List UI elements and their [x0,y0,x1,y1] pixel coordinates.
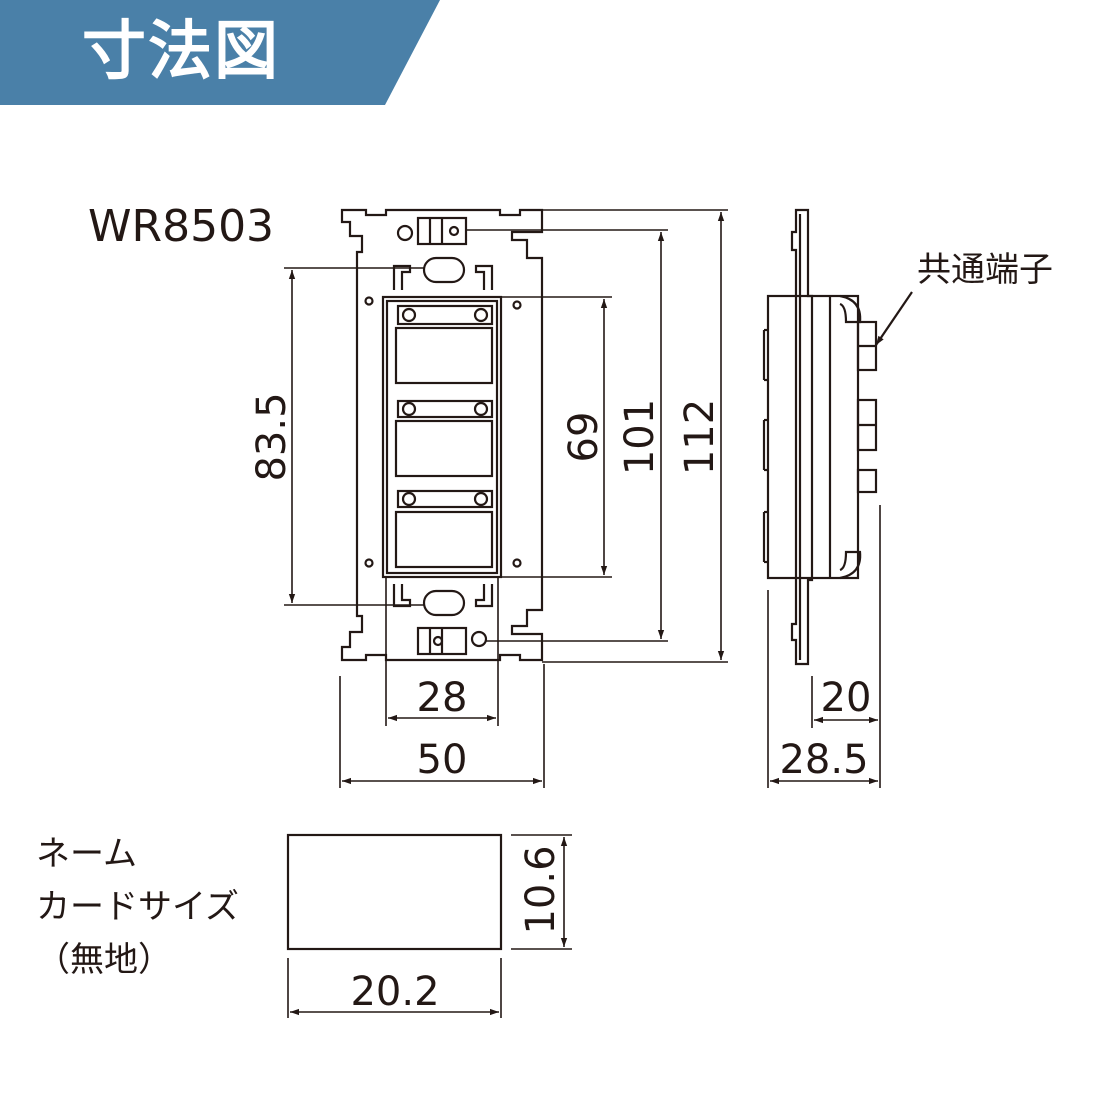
top-bracket-left [392,264,412,290]
page-title: 寸法図 [82,15,280,89]
dimension-total-width: 50 [416,737,468,783]
name-card-outline [286,833,503,951]
dimension-window-width: 28 [416,675,468,721]
inner-frame-inner [385,299,499,575]
header-banner [0,0,440,105]
bottom-oval-slot [422,589,466,617]
switch-slot-1 [394,304,494,385]
side-plate [790,208,814,666]
mounting-plate-outline [340,208,544,662]
dimension-depth-total: 28.5 [779,737,869,783]
model-number-label: WR8503 [88,201,275,252]
name-card-size-label: ネーム カードサイズ （無地） [36,828,239,987]
common-terminal-label: 共通端子 [917,250,1053,290]
top-bracket-right [474,264,494,290]
dimension-total-height: 112 [677,398,723,476]
front-view [340,208,544,662]
name-card-drawing [286,833,572,1018]
bottom-bracket-left [392,584,412,608]
inner-frame-outer [381,295,503,579]
dimension-card-width: 20.2 [350,969,440,1015]
bottom-bracket-right [474,584,494,608]
name-card-label-line-2: カードサイズ [36,887,239,927]
side-view [762,208,913,666]
common-terminal-tab-3 [856,468,878,494]
header: 寸法図 [0,0,1100,110]
dimension-mount-pitch: 101 [617,398,663,476]
name-card-label-line-1: ネーム [36,834,137,874]
dimension-lines [284,209,881,788]
dimension-card-height: 10.6 [518,845,564,935]
bottom-screw-hole [470,630,488,648]
common-terminal-leader [875,291,913,346]
top-screw-hole [396,224,414,242]
dimension-depth-body: 20 [820,675,872,721]
switch-slot-2 [394,399,494,478]
dimension-frame-pitch: 83.5 [249,392,295,482]
switch-slot-3 [394,489,494,569]
name-card-label-line-3: （無地） [36,940,172,980]
top-oval-slot [422,256,466,284]
dimension-inner-window: 69 [561,411,607,463]
